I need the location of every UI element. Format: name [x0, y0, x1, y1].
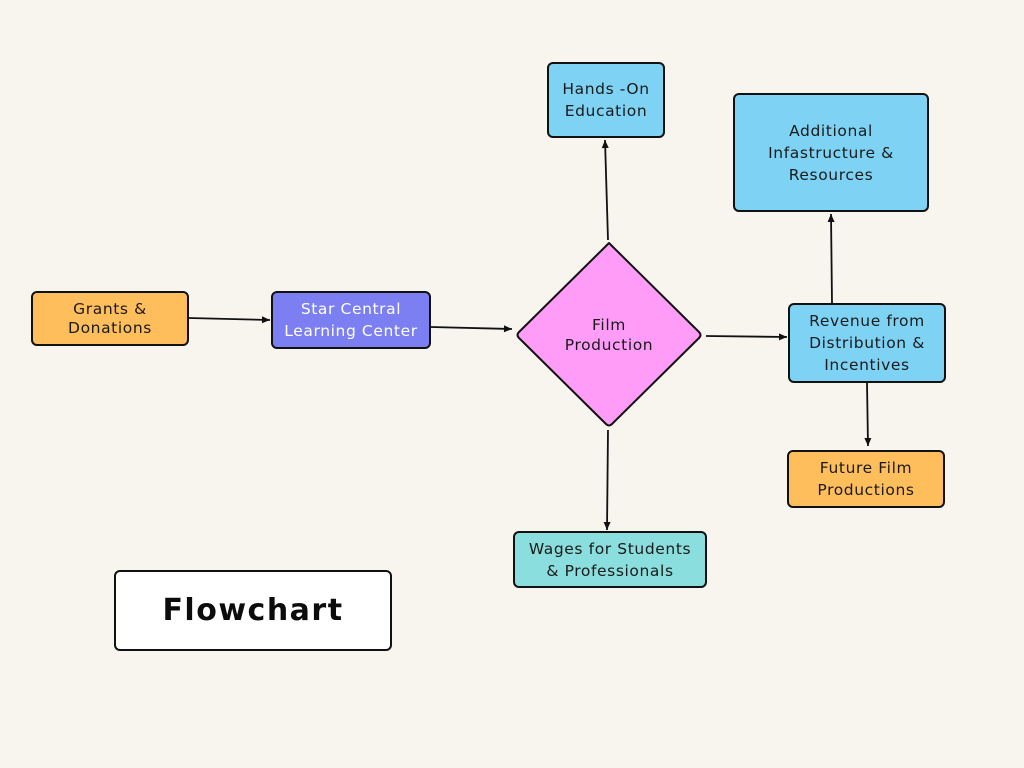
node-future-film-productions: Future Film Productions — [787, 450, 945, 508]
node-additional-line-3: Resources — [788, 165, 874, 184]
node-future-film-line-1: Future Film — [819, 459, 913, 477]
node-revenue-line-3: Incentives — [824, 356, 910, 374]
edge-film-production-to-hands-on-education — [601, 139, 609, 241]
node-film-production-line-2: Production — [564, 336, 654, 354]
node-wages-students-professionals: Wages for Students & Professionals — [513, 531, 707, 588]
node-grants-donations-line-1: Grants & — [73, 300, 147, 318]
node-additional-line-2: Infastructure & — [768, 143, 894, 162]
node-film-production-line-1: Film — [592, 316, 626, 334]
node-wages-line-1: Wages for Students — [528, 539, 692, 558]
node-film-production: Film Production — [514, 240, 704, 430]
edge-grants-to-star-central — [188, 316, 271, 324]
node-additional-infrastructure-resources: Additional Infastructure & Resources — [733, 93, 929, 212]
node-future-film-line-2: Productions — [817, 481, 915, 499]
node-revenue-line-1: Revenue from — [809, 312, 925, 330]
node-revenue-line-2: Distribution & — [809, 334, 925, 352]
edge-revenue-to-additional-infrastructure — [827, 213, 835, 304]
edge-star-central-to-film-production — [430, 325, 513, 333]
node-grants-donations-line-2: Donations — [68, 319, 152, 337]
node-additional-line-1: Additional — [789, 121, 873, 140]
film-production-diamond-shape — [516, 242, 702, 427]
edge-film-production-to-revenue — [705, 333, 788, 341]
node-hands-on-education-line-1: Hands -On — [562, 80, 650, 98]
node-star-central-line-1: Star Central — [300, 300, 402, 318]
node-star-central-learning-center: Star Central Learning Center — [271, 291, 431, 349]
flowchart-title: Flowchart — [162, 593, 344, 628]
edge-film-production-to-wages — [603, 429, 611, 531]
node-hands-on-education: Hands -On Education — [547, 62, 665, 138]
flowchart-title-box: Flowchart — [114, 570, 392, 651]
node-star-central-line-2: Learning Center — [284, 322, 418, 340]
node-revenue-distribution-incentives: Revenue from Distribution & Incentives — [788, 303, 946, 383]
node-grants-donations: Grants & Donations — [31, 291, 189, 346]
node-hands-on-education-line-2: Education — [564, 102, 648, 120]
edge-revenue-to-future-film — [864, 382, 872, 447]
node-wages-line-2: & Professionals — [546, 561, 674, 580]
